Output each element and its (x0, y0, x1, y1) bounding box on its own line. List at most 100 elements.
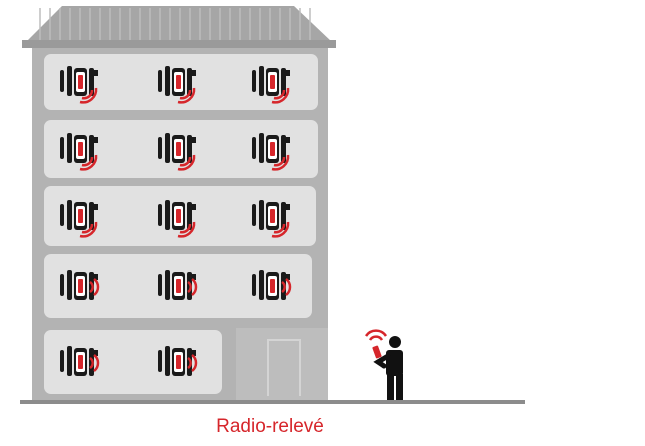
radiator-valve (192, 350, 196, 356)
radiator-fin (158, 350, 162, 372)
ground-line (20, 400, 525, 404)
meter-display (270, 209, 275, 223)
signal-arc (187, 280, 192, 294)
radio-signal-icon (364, 329, 388, 337)
person-arm (373, 353, 391, 369)
radiator-valve (94, 204, 98, 210)
signal-arc (187, 356, 192, 370)
cornice (22, 40, 336, 48)
radiator-heat-meter-icon (252, 133, 290, 171)
radiator-valve (286, 204, 290, 210)
radiator-fin (281, 68, 286, 96)
diagram-caption: Radio-relevé (216, 416, 324, 437)
radiator-fin (67, 133, 72, 163)
radiator-fin (60, 274, 64, 296)
radiator-fin (158, 204, 162, 226)
meter-display (176, 142, 181, 156)
radiator-valve (94, 70, 98, 76)
radio-signal-icon (79, 87, 98, 104)
meter-display (270, 75, 275, 89)
radio-signal-icon (281, 278, 292, 296)
radio-signal-icon (81, 89, 94, 100)
signal-arc (285, 278, 292, 296)
person-head (389, 336, 401, 348)
radiator-heat-meter-icon (158, 346, 198, 376)
floor-1-panel (44, 330, 222, 394)
radiator-fin (187, 135, 192, 163)
signal-arc (89, 356, 94, 370)
radiator-valve (192, 70, 196, 76)
radiator-fin (281, 135, 286, 163)
radiator-valve (192, 137, 196, 143)
meter-display (270, 279, 275, 293)
signal-arc (89, 280, 94, 294)
radiator-fin (60, 350, 64, 372)
radiator-heat-meter-icon (158, 270, 198, 300)
radio-signal-icon (273, 223, 286, 234)
person-with-reader-icon (364, 329, 403, 400)
radiator-heat-meter-icon (158, 66, 196, 104)
radiator-fin (252, 70, 256, 92)
radiator-heat-meter-icon (60, 200, 98, 238)
radiator-fin (259, 200, 264, 230)
radio-signal-icon (89, 278, 100, 296)
radiator-fin (89, 135, 94, 163)
radiator-fin (158, 137, 162, 159)
meter-display (78, 75, 83, 89)
radiator-fin (67, 66, 72, 96)
radio-signal-icon (179, 223, 192, 234)
signal-arc (191, 278, 198, 296)
signal-arc (93, 278, 100, 296)
meter-display (176, 209, 181, 223)
radio-signal-icon (81, 223, 94, 234)
meter-display (176, 279, 181, 293)
radiator-valve (192, 274, 196, 280)
radio-signal-icon (187, 354, 198, 372)
radio-signal-icon (271, 87, 290, 104)
radiator-fin (252, 274, 256, 296)
radiator-fin (60, 204, 64, 226)
radiator-valve (192, 204, 196, 210)
meter-display (78, 355, 83, 369)
radiator-fin (89, 68, 94, 96)
radiator-fin (67, 270, 72, 300)
radio-reader-device (372, 345, 382, 359)
radiator-fin (252, 204, 256, 226)
entrance-wall (236, 328, 328, 400)
radio-signal-icon (177, 221, 196, 238)
radiator-valve (286, 137, 290, 143)
radio-signal-icon (273, 89, 286, 100)
meter-display (78, 279, 83, 293)
radio-signal-icon (81, 156, 94, 167)
radiator-valve (286, 274, 290, 280)
radiator-fin (89, 202, 94, 230)
radio-signal-icon (271, 221, 290, 238)
signal-arc (281, 280, 286, 294)
person-leg (396, 374, 403, 400)
radio-signal-icon (179, 89, 192, 100)
person-leg (387, 374, 394, 400)
radiator-valve (286, 70, 290, 76)
radiator-heat-meter-icon (60, 346, 100, 376)
meter-display (78, 209, 83, 223)
radiator-heat-meter-icon (60, 66, 98, 104)
radio-signal-icon (187, 278, 198, 296)
radiator-fin (60, 70, 64, 92)
radiator-fin (187, 202, 192, 230)
radiator-fin (60, 137, 64, 159)
meter-display (176, 75, 181, 89)
meter-display (176, 355, 181, 369)
radiator-fin (165, 66, 170, 96)
radio-signal-icon (273, 156, 286, 167)
apartment-building (20, 6, 525, 404)
radio-signal-icon (89, 354, 100, 372)
radiator-fin (158, 274, 162, 296)
roof (26, 6, 332, 42)
radiator-valve (94, 350, 98, 356)
radiator-heat-meter-icon (252, 66, 290, 104)
radiator-fin (252, 137, 256, 159)
radiator-fin (259, 133, 264, 163)
signal-arc (191, 354, 198, 372)
radio-signal-icon (368, 335, 384, 341)
